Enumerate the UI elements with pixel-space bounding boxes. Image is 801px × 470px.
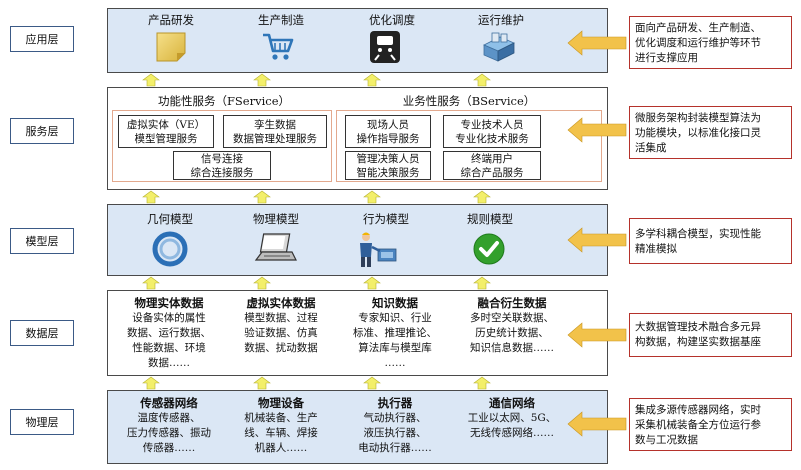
service-panel: 功能性服务（FService） 业务性服务（BService） 虚拟实体（VE）… — [107, 87, 608, 190]
sticky-note-icon — [156, 32, 186, 62]
left-arrow — [567, 322, 627, 348]
service-box-twin-data: 孪生数据数据管理处理服务 — [223, 115, 327, 148]
layer-label-data: 数据层 — [10, 320, 74, 346]
desc-model: 多学科耦合模型，实现性能精准模拟 — [629, 218, 792, 264]
up-arrow — [253, 376, 271, 390]
application-panel: 产品研发 生产制造 优化调度 运行维护 — [107, 8, 608, 73]
layer-label-service: 服务层 — [10, 118, 74, 144]
service-box-management: 管理决策人员智能决策服务 — [345, 151, 431, 180]
functional-service-group: 虚拟实体（VE）模型管理服务 孪生数据数据管理处理服务 信号连接综合连接服务 — [112, 110, 332, 182]
data-col-virtual-title: 虚拟实体数据 — [246, 296, 316, 310]
data-col-fusion-title: 融合衍生数据 — [477, 296, 547, 310]
model-item-geometry: 几何模型 — [147, 212, 193, 226]
up-arrows-group — [142, 73, 491, 390]
laptop-icon — [254, 233, 297, 261]
physical-panel: 传感器网络 温度传感器、压力传感器、振动传感器…… 物理设备 机械装备、生产线、… — [107, 390, 608, 464]
phys-col-sensor-title: 传感器网络 — [140, 396, 198, 410]
up-arrow — [253, 73, 271, 87]
left-arrow — [567, 227, 627, 253]
phys-col-equipment-text: 机械装备、生产线、车辆、焊接机器人…… — [244, 412, 318, 454]
left-arrow — [567, 30, 627, 56]
layer-label-model: 模型层 — [10, 228, 74, 254]
business-service-group: 现场人员操作指导服务 专业技术人员专业化技术服务 管理决策人员智能决策服务 终端… — [336, 110, 602, 182]
server-icon — [483, 32, 515, 62]
phys-col-network-title: 通信网络 — [489, 396, 535, 410]
desc-physical: 集成多源传感器网络，实时采集机械装备全方位运行参数与工况数据 — [629, 398, 792, 451]
app-item-scheduling: 优化调度 — [369, 13, 415, 27]
phys-col-actuator-title: 执行器 — [377, 396, 413, 410]
desc-data: 大数据管理技术融合多元异构数据，构建坚实数据基座 — [629, 313, 792, 357]
up-arrow — [142, 190, 160, 204]
shopping-cart-icon — [263, 33, 294, 60]
up-arrow — [363, 376, 381, 390]
phys-col-network-text: 工业以太网、5G、无线传感网络…… — [467, 412, 557, 439]
up-arrow — [473, 73, 491, 87]
data-panel: 物理实体数据 设备实体的属性数据、运行数据、性能数据、环境数据…… 虚拟实体数据… — [107, 290, 608, 376]
layer-label-application: 应用层 — [10, 26, 74, 52]
up-arrow — [473, 190, 491, 204]
functional-service-title: 功能性服务（FService） — [157, 94, 291, 108]
data-col-fusion-text: 多时空关联数据、历史统计数据、知识信息数据…… — [470, 312, 554, 354]
data-col-knowledge-text: 专家知识、行业标准、推理推论、算法库与模型库…… — [353, 312, 437, 369]
left-arrow — [567, 411, 627, 437]
service-box-ve-model: 虚拟实体（VE）模型管理服务 — [118, 115, 214, 148]
desc-application: 面向产品研发、生产制造、优化调度和运行维护等环节进行支撑应用 — [629, 16, 792, 69]
up-arrow — [253, 190, 271, 204]
model-item-behavior: 行为模型 — [363, 212, 409, 226]
up-arrow — [363, 190, 381, 204]
desc-service: 微服务架构封装模型算法为功能模块，以标准化接口灵活集成 — [629, 106, 792, 159]
up-arrow — [473, 276, 491, 290]
data-col-physical-text: 设备实体的属性数据、运行数据、性能数据、环境数据…… — [127, 312, 211, 369]
up-arrow — [142, 276, 160, 290]
phys-col-actuator-text: 气动执行器、液压执行器、电动执行器…… — [358, 412, 432, 454]
up-arrow — [363, 276, 381, 290]
data-col-knowledge-title: 知识数据 — [372, 296, 418, 310]
up-arrow — [473, 376, 491, 390]
app-item-manufacturing: 生产制造 — [258, 13, 304, 27]
phys-col-sensor-text: 温度传感器、压力传感器、振动传感器…… — [127, 412, 211, 454]
data-col-virtual-text: 模型数据、过程验证数据、仿真数据、扰动数据 — [244, 312, 318, 354]
train-icon — [370, 31, 400, 63]
up-arrow — [253, 276, 271, 290]
up-arrow — [142, 376, 160, 390]
engineer-icon — [360, 232, 397, 267]
service-box-field-staff: 现场人员操作指导服务 — [345, 115, 431, 148]
left-arrow — [567, 117, 627, 143]
model-item-rule: 规则模型 — [467, 212, 513, 226]
left-arrows-group — [567, 30, 627, 437]
data-col-physical-title: 物理实体数据 — [134, 296, 204, 310]
check-circle-icon — [473, 233, 505, 265]
phys-col-equipment-title: 物理设备 — [258, 396, 304, 410]
app-item-maintenance: 运行维护 — [478, 13, 524, 27]
service-box-end-user: 终端用户综合产品服务 — [443, 151, 541, 180]
service-box-signal-connect: 信号连接综合连接服务 — [173, 151, 271, 180]
layer-label-physical: 物理层 — [10, 409, 74, 435]
app-item-rnd: 产品研发 — [148, 13, 194, 27]
model-item-physics: 物理模型 — [253, 212, 299, 226]
up-arrow — [142, 73, 160, 87]
ring-icon — [152, 231, 188, 267]
business-service-title: 业务性服务（BService） — [402, 94, 536, 108]
service-box-tech-staff: 专业技术人员专业化技术服务 — [443, 115, 541, 148]
up-arrow — [363, 73, 381, 87]
